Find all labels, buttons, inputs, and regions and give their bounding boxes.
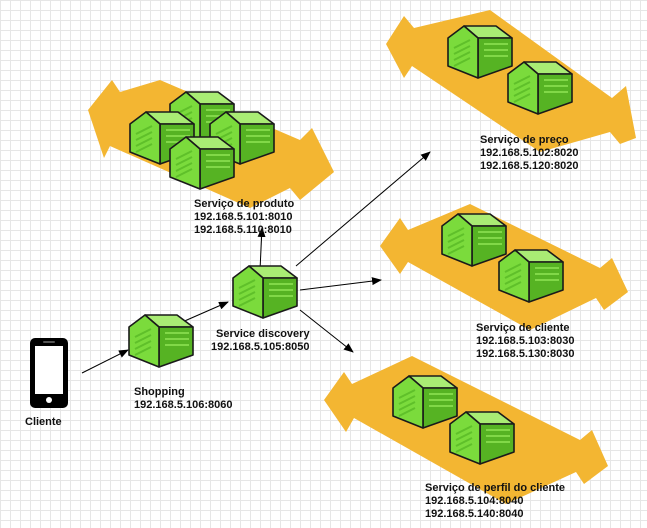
cliente-address: 192.168.5.103:8030 <box>476 335 575 347</box>
shopping-label: Shopping 192.168.5.106:8060 <box>134 386 232 412</box>
arrow-discovery-to-preco <box>295 151 431 267</box>
shopping-name: Shopping <box>134 386 185 398</box>
produto-name: Serviço de produto <box>194 198 295 210</box>
arrow-client-to-shopping <box>81 349 129 374</box>
client-label: Cliente <box>25 416 62 429</box>
cliente-server-icon <box>441 213 507 267</box>
perfil-address: 192.168.5.140:8040 <box>425 508 524 520</box>
client-label-text: Cliente <box>25 416 62 428</box>
smartphone-icon <box>30 338 68 408</box>
discovery-address: 192.168.5.105:8050 <box>211 341 310 353</box>
cliente-address: 192.168.5.130:8030 <box>476 348 575 360</box>
perfil-server-icon <box>449 411 515 465</box>
preco-label: Serviço de preço 192.168.5.102:8020 192.… <box>480 134 578 173</box>
preco-server-icon <box>447 25 513 79</box>
produto-label: Serviço de produto 192.168.5.101:8010 19… <box>194 198 294 237</box>
discovery-label: Service discovery <box>216 328 310 341</box>
shopping-address: 192.168.5.106:8060 <box>134 399 233 411</box>
produto-address: 192.168.5.110:8010 <box>194 224 292 236</box>
preco-server-icon <box>507 61 573 115</box>
discovery-address-label: 192.168.5.105:8050 <box>211 341 309 354</box>
discovery-server-icon <box>232 265 298 319</box>
preco-address: 192.168.5.120:8020 <box>480 160 579 172</box>
cliente-server-icon <box>498 249 564 303</box>
arrow-discovery-to-produto <box>257 227 266 271</box>
arrow-discovery-to-perfil <box>299 309 354 353</box>
cliente-name: Serviço de cliente <box>476 322 570 334</box>
cliente-label: Serviço de cliente 192.168.5.103:8030 19… <box>476 322 574 361</box>
perfil-server-icon <box>392 375 458 429</box>
connection-arrows <box>81 151 431 374</box>
perfil-label: Serviço de perfil do cliente 192.168.5.1… <box>425 482 565 521</box>
perfil-name: Serviço de perfil do cliente <box>425 482 565 494</box>
arrow-shopping-to-discovery <box>179 301 229 324</box>
discovery-name: Service discovery <box>216 328 310 340</box>
arrow-discovery-to-cliente <box>299 277 382 291</box>
shopping-server-icon <box>128 314 194 368</box>
produto-server-icon <box>169 136 235 190</box>
preco-name: Serviço de preço <box>480 134 569 146</box>
preco-address: 192.168.5.102:8020 <box>480 147 579 159</box>
produto-address: 192.168.5.101:8010 <box>194 211 293 223</box>
perfil-address: 192.168.5.104:8040 <box>425 495 524 507</box>
